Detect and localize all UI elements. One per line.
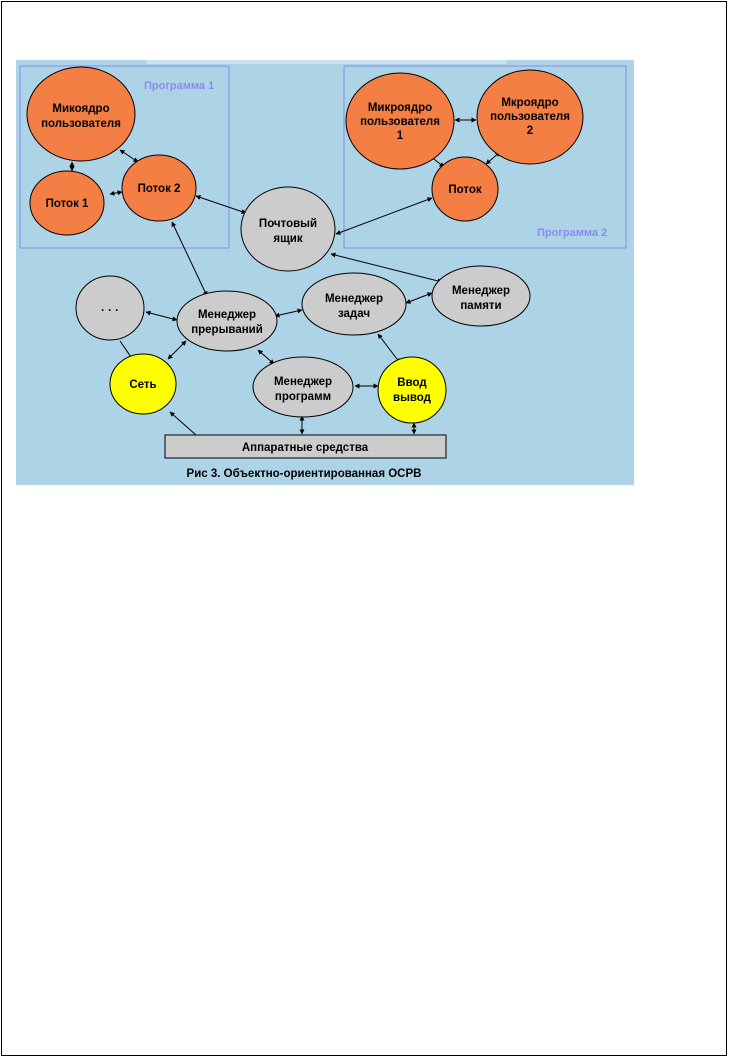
node-hardware[interactable]: Аппаратные средства: [164, 434, 447, 459]
node-thread1[interactable]: Поток 1: [29, 170, 105, 236]
node-task-manager-line2: задач: [338, 308, 370, 320]
node-microkernel-user2-line1: Мкроядро: [501, 97, 558, 109]
node-task-manager-line1: Менеджер: [325, 293, 383, 305]
node-thread-label: Поток: [448, 184, 482, 196]
node-memory-manager[interactable]: Менеджер памяти: [431, 265, 531, 327]
node-network-label: Сеть: [129, 379, 156, 391]
node-io-line1: Ввод: [397, 377, 427, 389]
edge-task-io: [377, 333, 401, 364]
edge-thread2-mailbox: [195, 195, 247, 214]
node-interrupt-manager[interactable]: Менеджер прерываний: [176, 290, 278, 352]
edge-interrupt-task: [274, 308, 303, 318]
group-label-program2: Программа 2: [537, 227, 607, 239]
node-memory-manager-line2: памяти: [460, 300, 501, 312]
node-microkernel-user-line2: пользователя: [41, 118, 121, 130]
edge-microkernel-thread2: [119, 149, 139, 163]
edge-interrupt-program: [257, 349, 275, 365]
edge-ellipsis-network: [119, 340, 132, 358]
node-thread2[interactable]: Поток 2: [121, 154, 197, 222]
node-mailbox-line2: ящик: [273, 233, 302, 245]
node-ellipsis[interactable]: · · ·: [75, 275, 145, 341]
edge-thread2-thread1: [109, 190, 123, 196]
group-box-program2: [343, 65, 627, 249]
node-interrupt-manager-line1: Менеджер: [198, 309, 256, 321]
edge-task-memory: [405, 292, 433, 304]
node-io[interactable]: Ввод вывод: [377, 356, 447, 424]
node-microkernel-user2[interactable]: Мкроядро пользователя 2: [476, 69, 584, 165]
node-ellipsis-label: · · ·: [101, 305, 119, 317]
node-microkernel-user1-line1: Микроядро: [368, 102, 432, 114]
node-mailbox-line1: Почтовый: [259, 218, 317, 230]
node-microkernel-user2-line3: 2: [527, 125, 533, 137]
edge-thread-mailbox: [335, 197, 433, 235]
node-thread[interactable]: Поток: [431, 156, 499, 222]
node-io-line2: вывод: [393, 392, 432, 404]
node-microkernel-user[interactable]: Микоядро пользователя: [26, 66, 136, 162]
edge-network-interrupt: [167, 340, 187, 360]
figure-top-strip: [146, 60, 506, 64]
edge-interrupt-ellipsis: [145, 310, 178, 322]
node-interrupt-manager-line2: прерываний: [191, 324, 263, 336]
node-thread2-label: Поток 2: [138, 183, 181, 195]
node-microkernel-user1-line2: пользователя: [360, 116, 440, 128]
node-mailbox[interactable]: Почтовый ящик: [240, 186, 336, 272]
node-hardware-label: Аппаратные средства: [242, 442, 369, 454]
node-program-manager-line2: программ: [275, 391, 331, 403]
node-network[interactable]: Сеть: [109, 353, 177, 415]
group-label-program1: Программа 1: [144, 80, 214, 92]
edge-thread2-interrupt: [171, 221, 208, 297]
node-program-manager-line1: Менеджер: [274, 376, 332, 388]
edge-memory-mailbox: [330, 252, 443, 284]
node-microkernel-user1[interactable]: Микроядро пользователя 1: [345, 72, 455, 170]
node-memory-manager-line1: Менеджер: [452, 285, 510, 297]
node-microkernel-user-line1: Микоядро: [52, 103, 109, 115]
node-thread1-label: Поток 1: [46, 198, 89, 210]
figure-caption: Рис 3. Объектно-ориентированная ОСРВ: [187, 468, 422, 480]
node-program-manager[interactable]: Менеджер программ: [252, 356, 354, 418]
node-task-manager[interactable]: Менеджер задач: [301, 272, 407, 336]
edge-network-hardware: [169, 411, 197, 436]
group-box-program1: [19, 65, 230, 249]
node-microkernel-user1-line3: 1: [397, 130, 404, 142]
node-microkernel-user2-line2: пользователя: [490, 111, 570, 123]
